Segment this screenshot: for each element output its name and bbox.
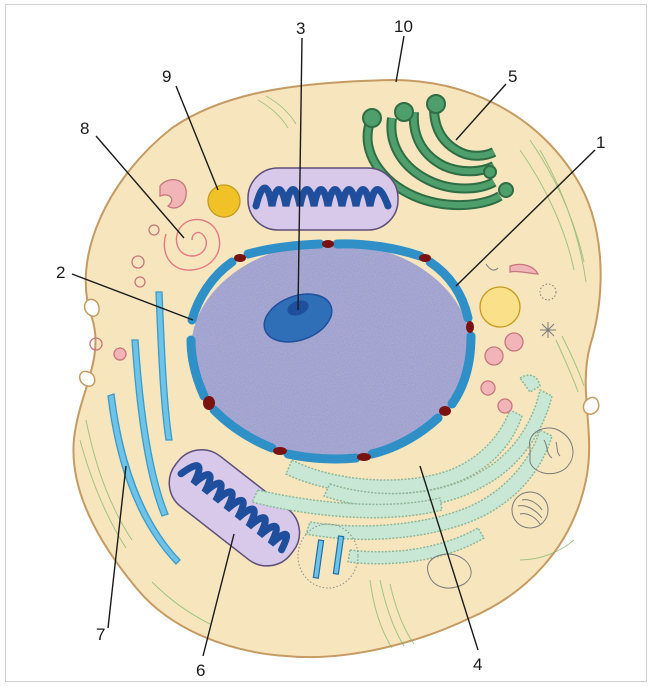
label-4: 4: [473, 655, 482, 674]
golgi-vesicle: [363, 109, 381, 127]
pit-2: [80, 371, 95, 386]
nuclear-pore: [234, 254, 246, 262]
star-lines: [540, 322, 556, 338]
lysosome-right: [480, 287, 520, 327]
nuclear-pore: [322, 240, 334, 248]
lysosome: [208, 185, 240, 217]
vesicle: [481, 381, 495, 395]
nuclear-pore: [203, 396, 215, 410]
golgi-vesicle: [427, 95, 445, 113]
label-10: 10: [394, 17, 413, 36]
vesicle: [485, 347, 503, 365]
golgi-vesicle: [395, 103, 413, 121]
label-7: 7: [96, 625, 105, 644]
label-2: 2: [56, 263, 65, 282]
mitochondrion-upper: [248, 168, 398, 230]
label-6: 6: [196, 661, 205, 680]
envelope-segment: [288, 454, 356, 459]
label-9: 9: [162, 67, 171, 86]
golgi-vesicle: [499, 183, 513, 197]
nuclear-pore: [273, 447, 287, 455]
pit-1: [85, 299, 99, 316]
leader-line-10: [396, 36, 404, 82]
label-8: 8: [80, 119, 89, 138]
label-1: 1: [596, 133, 605, 152]
label-5: 5: [508, 67, 517, 86]
golgi-vesicle: [484, 166, 496, 178]
vesicle: [114, 348, 126, 360]
pit-3: [583, 397, 598, 414]
label-3: 3: [296, 19, 305, 38]
nuclear-pore: [466, 321, 474, 333]
centriole-star: [540, 322, 556, 338]
nuclear-pore: [357, 453, 371, 461]
vesicle: [505, 333, 523, 351]
nuclear-pore: [439, 406, 451, 416]
nuclear-pore: [419, 254, 431, 262]
vesicle: [498, 399, 512, 413]
